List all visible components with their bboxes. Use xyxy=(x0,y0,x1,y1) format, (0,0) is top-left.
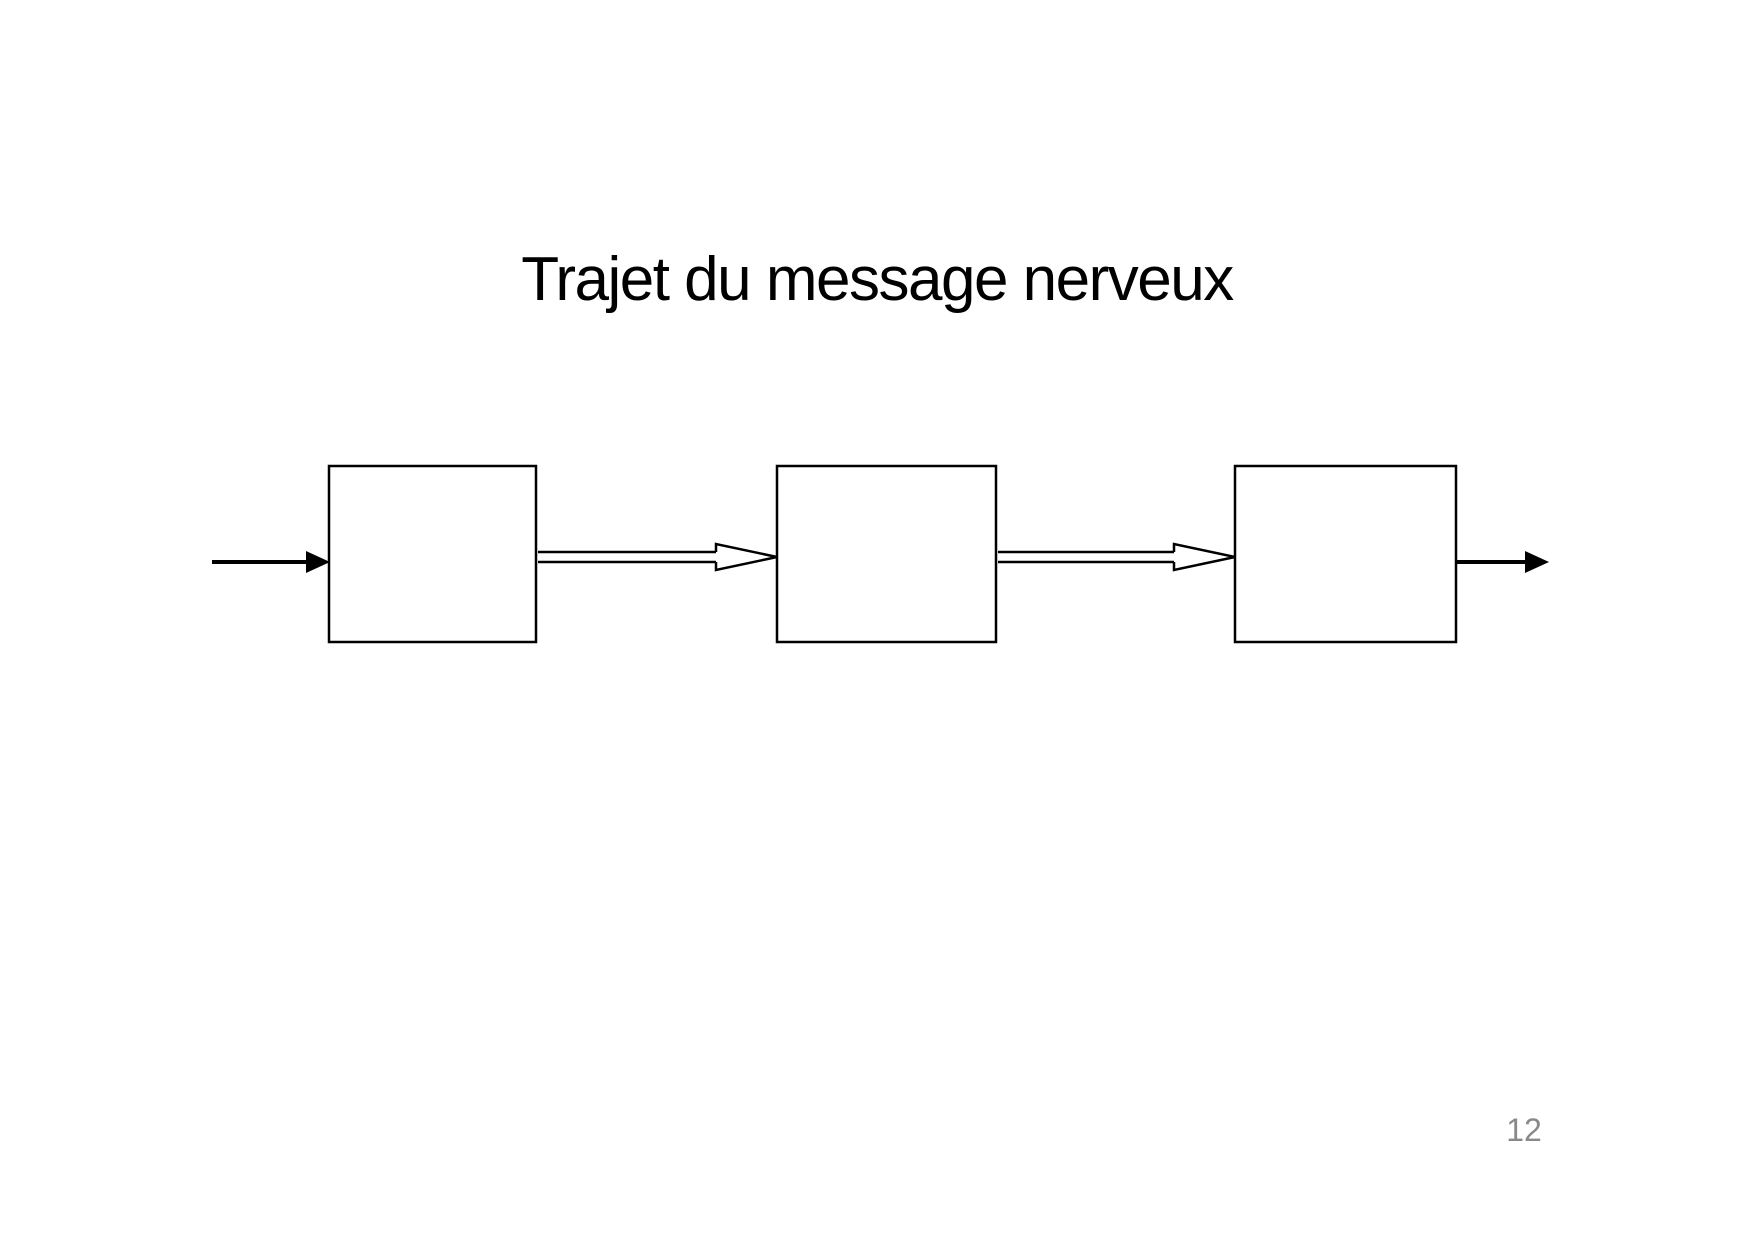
open-arrow-2-head-icon xyxy=(1172,542,1236,572)
page-number: 12 xyxy=(1506,1112,1542,1148)
outgoing-arrow-head-icon xyxy=(1525,551,1549,573)
open-arrow-1-head-icon xyxy=(714,542,778,572)
open-arrow-1 xyxy=(538,542,778,572)
flow-box-2 xyxy=(775,464,998,644)
open-arrow-2 xyxy=(998,542,1236,572)
incoming-arrow xyxy=(212,551,330,573)
flow-box-3 xyxy=(1233,464,1458,644)
slide-title: Trajet du message nerveux xyxy=(521,245,1234,314)
outgoing-arrow xyxy=(1457,551,1549,573)
flow-box-1 xyxy=(327,464,538,644)
incoming-arrow-head-icon xyxy=(306,551,330,573)
